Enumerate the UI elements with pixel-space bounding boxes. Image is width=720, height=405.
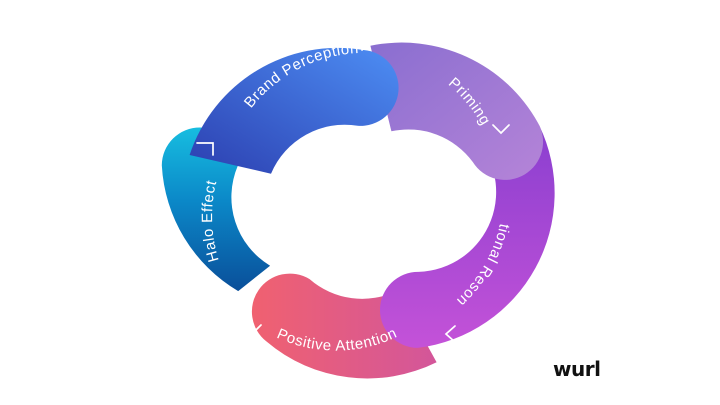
chevron-right-icon [361,32,372,51]
wurl-logo: wurl [553,357,601,381]
segment-brand-perception [189,47,399,174]
label-halo-effect: Halo Effect [199,178,223,264]
chevron-left-icon [444,325,456,343]
chevron-up-right-icon [196,142,214,156]
segment-emotional-resonance [379,125,555,348]
segment-priming [370,42,544,180]
segment-halo-effect [161,127,271,292]
chevron-down-icon [492,124,510,135]
chevron-left-icon [251,324,262,342]
